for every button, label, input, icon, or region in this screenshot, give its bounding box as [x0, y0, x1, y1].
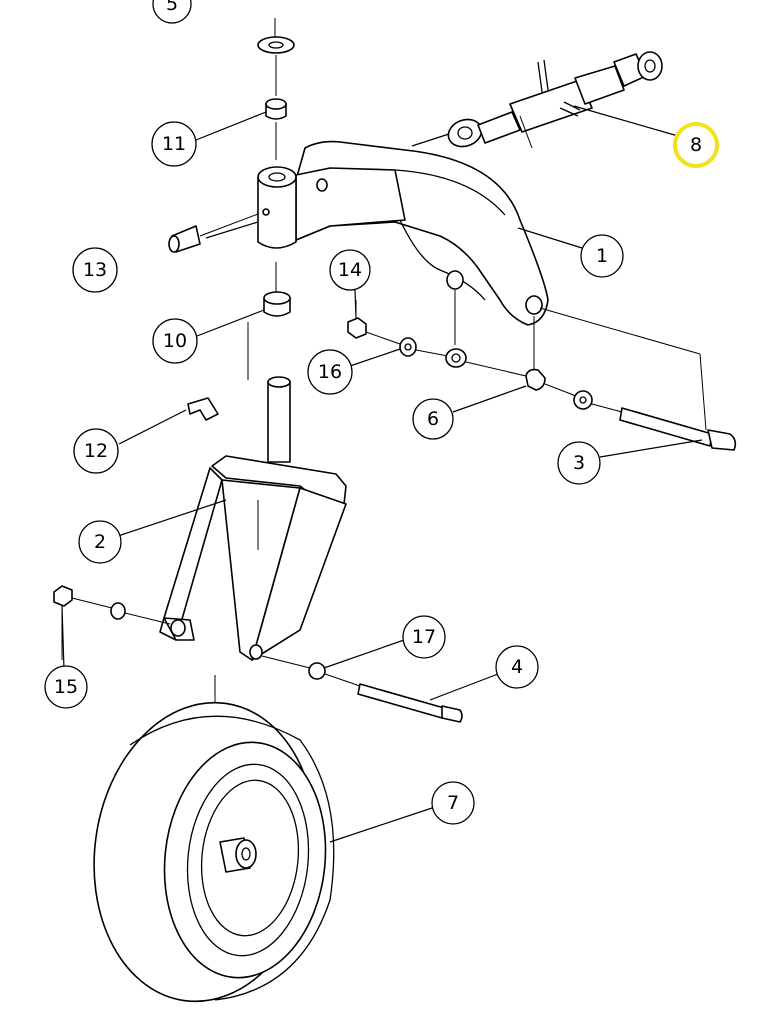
callout-11[interactable]: 11: [151, 121, 197, 167]
callout-3[interactable]: 3: [557, 441, 601, 485]
svg-text:8: 8: [690, 134, 702, 156]
caster-arm-part-1: [257, 140, 549, 326]
callout-15[interactable]: 15: [44, 665, 88, 709]
svg-text:11: 11: [162, 133, 186, 155]
bushing-part-11: [265, 98, 287, 160]
svg-text:13: 13: [83, 259, 107, 281]
callout-4[interactable]: 4: [495, 645, 539, 689]
pivot-bolt-assembly: [347, 290, 737, 451]
callout-16[interactable]: 16: [307, 349, 353, 395]
grease-fitting-part-13: [168, 213, 259, 253]
callout-12[interactable]: 12: [73, 428, 119, 474]
svg-text:7: 7: [447, 792, 459, 814]
callout-5[interactable]: 5: [152, 0, 192, 24]
svg-text:10: 10: [163, 330, 187, 352]
svg-text:1: 1: [596, 245, 608, 267]
top-link-part: [411, 51, 663, 149]
callout-2[interactable]: 2: [78, 520, 122, 564]
callout-10[interactable]: 10: [152, 318, 198, 364]
svg-text:3: 3: [573, 452, 585, 474]
svg-text:2: 2: [94, 531, 106, 553]
svg-text:16: 16: [318, 361, 342, 383]
wheel-bolt-assembly: [53, 585, 463, 723]
callout-7[interactable]: 7: [431, 781, 475, 825]
svg-text:12: 12: [84, 440, 108, 462]
fork-part-2: [159, 322, 347, 661]
washer-part-5: [257, 18, 295, 96]
svg-text:4: 4: [511, 656, 523, 678]
callout-1[interactable]: 1: [580, 234, 624, 278]
svg-text:15: 15: [54, 676, 78, 698]
bushing-part-10: [263, 262, 291, 317]
callout-14[interactable]: 14: [329, 249, 371, 291]
callout-8-highlighted[interactable]: 8: [673, 122, 719, 168]
callout-6[interactable]: 6: [412, 398, 454, 440]
callout-13[interactable]: 13: [72, 247, 118, 293]
callout-17[interactable]: 17: [402, 615, 446, 659]
svg-text:14: 14: [338, 259, 362, 281]
wheel-part-7: [93, 675, 335, 1003]
leader-lines: [61, 105, 703, 843]
svg-text:17: 17: [412, 626, 436, 648]
svg-text:5: 5: [166, 0, 178, 15]
svg-text:6: 6: [427, 408, 439, 430]
clip-part-12: [187, 397, 219, 421]
